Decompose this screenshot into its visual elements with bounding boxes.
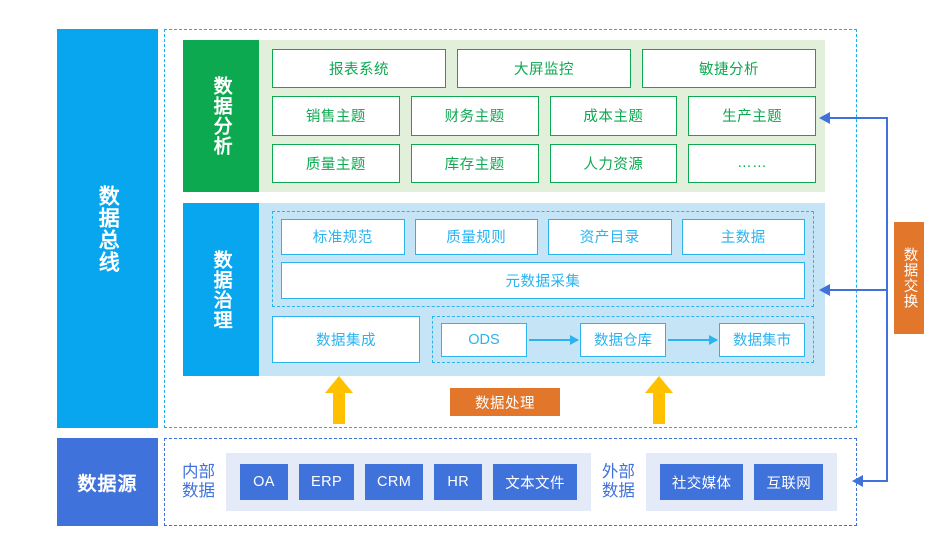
internal-data-label: 内部 数据 [182, 462, 215, 500]
analysis-card[interactable]: 生产主题 [688, 96, 816, 136]
data-exchange-bar: 数据交换 [894, 222, 924, 334]
analysis-card[interactable]: 销售主题 [272, 96, 400, 136]
external-data-label: 外部 数据 [601, 462, 635, 500]
arrow-head [325, 376, 353, 393]
source-chip-crm[interactable]: CRM [365, 464, 424, 500]
upward-arrow-icon-right [645, 376, 673, 424]
exchange-branch-source [862, 480, 888, 482]
pipeline-arrow-icon [529, 334, 579, 345]
analysis-card[interactable]: 库存主题 [410, 143, 539, 183]
arrow-shaft [333, 392, 345, 424]
analysis-card[interactable]: …… [688, 143, 816, 183]
metadata-collection-card[interactable]: 元数据采集 [281, 261, 805, 299]
data-exchange-label: 数据交换 [901, 247, 918, 309]
pipeline-card-warehouse[interactable]: 数据仓库 [580, 322, 666, 357]
data-bus-bar: 数据总线 [57, 29, 158, 428]
governance-row-3: 数据集成 ODS 数据仓库 数据集市 [272, 316, 814, 363]
arrowhead-icon-source [852, 475, 863, 487]
data-integration-card[interactable]: 数据集成 [272, 316, 420, 363]
analysis-card[interactable]: 财务主题 [410, 96, 539, 136]
pipeline-card-datamart[interactable]: 数据集市 [719, 322, 805, 357]
source-chip-textfile[interactable]: 文本文件 [493, 464, 577, 500]
analysis-card[interactable]: 成本主题 [549, 96, 678, 136]
analysis-card[interactable]: 报表系统 [272, 49, 446, 89]
governance-card[interactable]: 标准规范 [281, 219, 405, 255]
analysis-card[interactable]: 敏捷分析 [642, 49, 816, 89]
governance-card[interactable]: 资产目录 [548, 219, 672, 255]
data-analysis-cards: 报表系统 大屏监控 敏捷分析 销售主题 财务主题 成本主题 生产主题 质量主题 … [259, 40, 825, 192]
data-governance-block: 数据治理 标准规范 质量规则 资产目录 主数据 元数据采集 数据集成 ODS 数… [183, 203, 825, 376]
external-data-chips: 社交媒体 互联网 [645, 453, 838, 511]
data-source-boundary: 内部 数据 OA ERP CRM HR 文本文件 外部 数据 社交媒体 互联网 [164, 438, 857, 526]
arrowhead-icon-governance [819, 284, 830, 296]
analysis-row-1: 报表系统 大屏监控 敏捷分析 [272, 49, 816, 89]
exchange-trunk-line [886, 117, 888, 481]
governance-standards-group: 标准规范 质量规则 资产目录 主数据 元数据采集 [272, 211, 814, 307]
exchange-branch-governance [829, 289, 888, 291]
upward-arrow-icon-left [325, 376, 353, 424]
governance-card[interactable]: 质量规则 [414, 219, 538, 255]
data-analysis-header: 数据分析 [183, 40, 259, 192]
analysis-card[interactable]: 人力资源 [549, 143, 678, 183]
data-bus-label: 数据总线 [96, 184, 120, 273]
pipeline-arrow-icon [668, 334, 718, 345]
data-governance-label: 数据治理 [210, 249, 232, 330]
governance-card[interactable]: 主数据 [681, 219, 805, 255]
data-analysis-label: 数据分析 [210, 76, 232, 156]
arrow-head [645, 376, 673, 393]
data-processing-label: 数据处理 [450, 388, 560, 416]
data-source-bar: 数据源 [57, 438, 158, 526]
data-pipeline-group: ODS 数据仓库 数据集市 [432, 316, 814, 363]
exchange-branch-analysis [829, 117, 888, 119]
source-chip-hr[interactable]: HR [434, 464, 483, 500]
data-analysis-block: 数据分析 报表系统 大屏监控 敏捷分析 销售主题 财务主题 成本主题 生产主题 … [183, 40, 825, 192]
pipeline-card-ods[interactable]: ODS [441, 322, 527, 357]
governance-row-1: 标准规范 质量规则 资产目录 主数据 [281, 219, 805, 255]
analysis-card[interactable]: 大屏监控 [457, 49, 631, 89]
platform-outer-boundary [164, 29, 857, 428]
source-chip-oa[interactable]: OA [240, 464, 288, 500]
analysis-row-3: 质量主题 库存主题 人力资源 …… [272, 143, 816, 183]
data-governance-content: 标准规范 质量规则 资产目录 主数据 元数据采集 数据集成 ODS 数据仓库 数… [259, 203, 825, 376]
source-chip-internet[interactable]: 互联网 [754, 464, 824, 500]
arrow-shaft [653, 392, 665, 424]
analysis-row-2: 销售主题 财务主题 成本主题 生产主题 [272, 96, 816, 136]
internal-data-group: 内部 数据 OA ERP CRM HR 文本文件 [171, 453, 591, 511]
data-governance-header: 数据治理 [183, 203, 259, 376]
arrowhead-icon-analysis [819, 112, 830, 124]
source-chip-erp[interactable]: ERP [299, 464, 355, 500]
external-data-group: 外部 数据 社交媒体 互联网 [591, 453, 838, 511]
internal-data-chips: OA ERP CRM HR 文本文件 [226, 453, 591, 511]
source-chip-social-media[interactable]: 社交媒体 [659, 464, 744, 500]
analysis-card[interactable]: 质量主题 [272, 143, 400, 183]
